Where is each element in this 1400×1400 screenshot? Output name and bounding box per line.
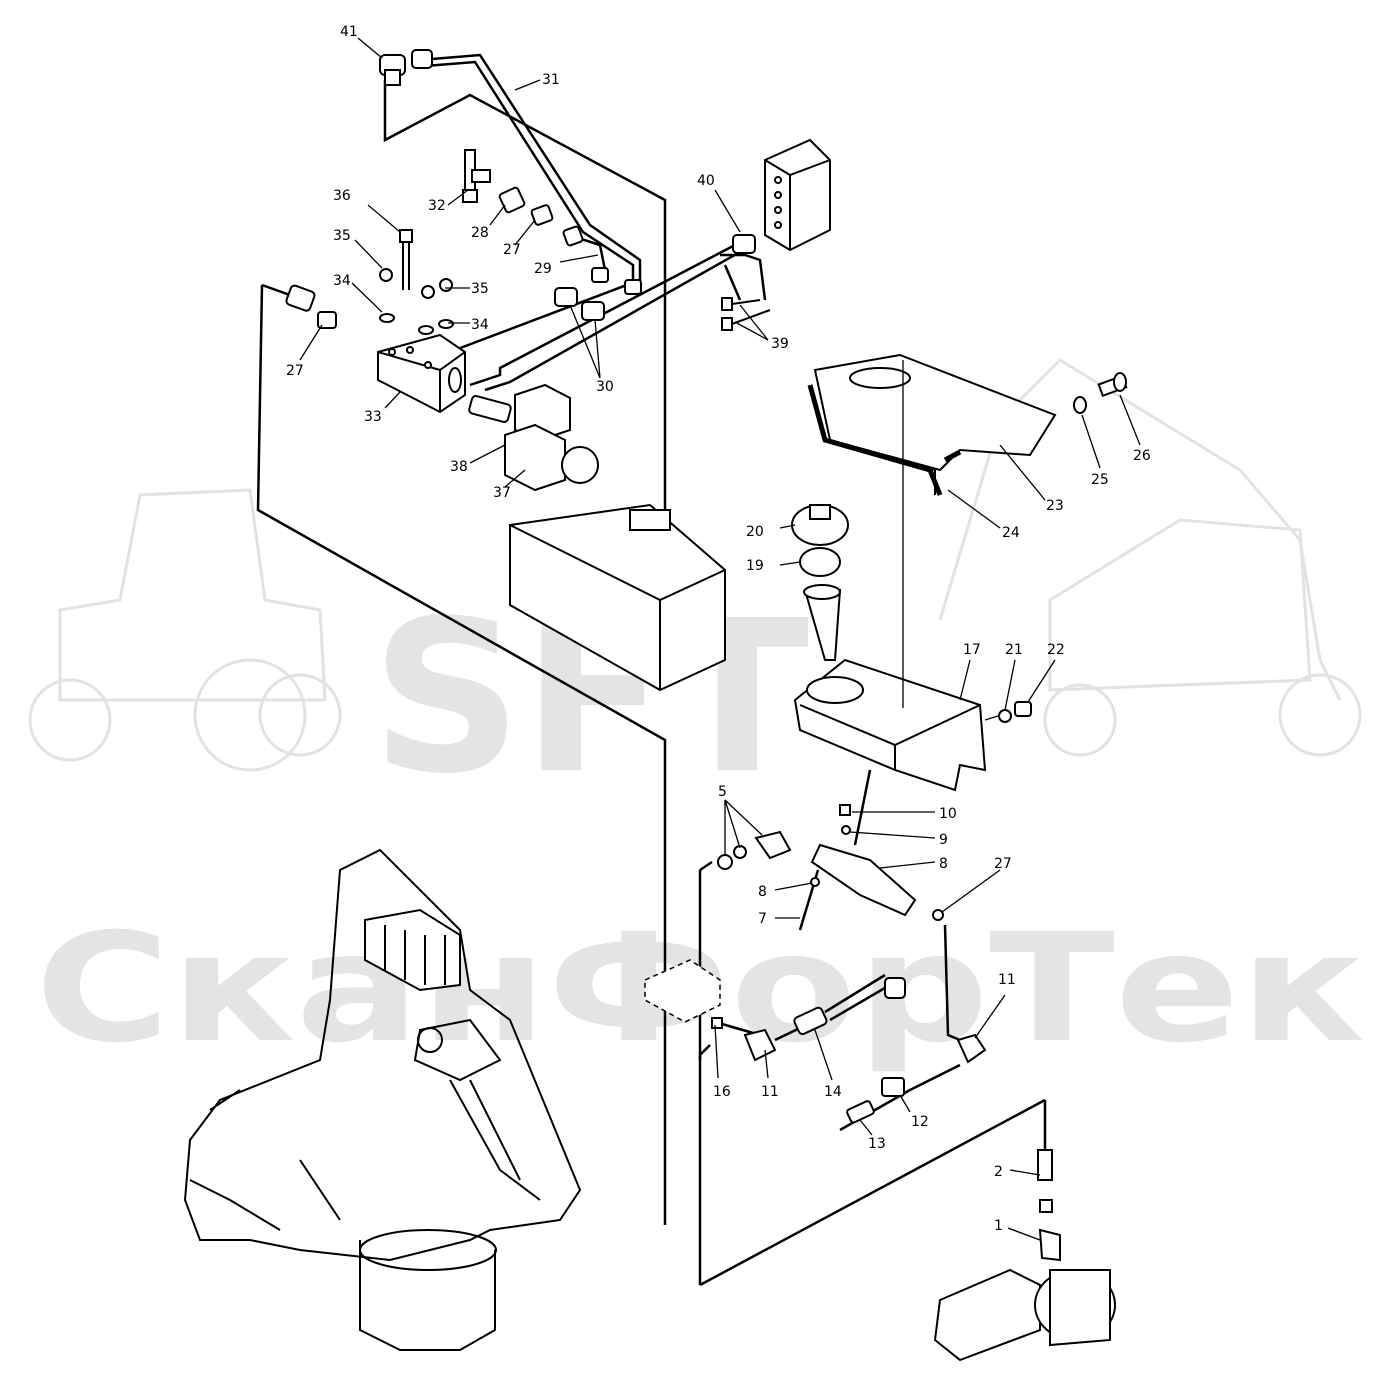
oring-19 — [799, 547, 841, 577]
valve-block-33 — [377, 333, 466, 414]
callout-5: 5 — [718, 784, 727, 800]
pipes-top — [419, 53, 767, 392]
solenoid-valve-37 — [468, 383, 599, 492]
callout-10: 10 — [939, 806, 957, 822]
sensor-40 — [732, 234, 756, 254]
block-dashed — [644, 959, 721, 1023]
callout-8-left: 8 — [758, 884, 767, 900]
callout-32: 32 — [428, 198, 446, 214]
callout-13: 13 — [868, 1136, 886, 1152]
callout-11-right: 11 — [998, 972, 1016, 988]
callout-1: 1 — [994, 1218, 1003, 1234]
leader-lines — [299, 37, 1141, 1241]
callout-27-bottom: 27 — [994, 856, 1012, 872]
callout-12: 12 — [911, 1114, 929, 1130]
callout-14: 14 — [824, 1084, 842, 1100]
lower-hydraulics — [698, 769, 987, 1132]
callout-24: 24 — [1002, 525, 1020, 541]
pump — [933, 1268, 1116, 1362]
callout-36: 36 — [333, 188, 351, 204]
callout-8-right: 8 — [939, 856, 948, 872]
callout-22: 22 — [1047, 642, 1065, 658]
callout-25: 25 — [1091, 472, 1109, 488]
nipple-27-top — [530, 204, 554, 226]
strainer — [803, 584, 842, 661]
seal-24 — [807, 384, 962, 496]
callout-38: 38 — [450, 459, 468, 475]
tank-box — [509, 503, 726, 692]
callout-16: 16 — [713, 1084, 731, 1100]
cover-23 — [813, 353, 1057, 495]
callout-34-right: 34 — [471, 317, 489, 333]
nut-29 — [562, 225, 642, 295]
cap-20 — [791, 504, 849, 546]
callout-20: 20 — [746, 524, 764, 540]
connectors-39 — [721, 297, 771, 331]
callout-29: 29 — [534, 261, 552, 277]
tee-32 — [462, 149, 491, 203]
fitting-41 — [379, 49, 433, 86]
callout-37: 37 — [493, 485, 511, 501]
coupling-28 — [498, 186, 526, 214]
callout-40: 40 — [697, 173, 715, 189]
washers-34-35 — [379, 268, 454, 335]
watermark-tractor-left — [28, 488, 342, 772]
hose-14 — [711, 973, 906, 1062]
tank-17 — [793, 658, 987, 792]
callout-7: 7 — [758, 911, 767, 927]
callout-28: 28 — [471, 225, 489, 241]
callout-35-right: 35 — [471, 281, 489, 297]
washer-25 — [1073, 396, 1087, 414]
callout-39: 39 — [771, 336, 789, 352]
callout-26: 26 — [1133, 448, 1151, 464]
fittings-30 — [554, 287, 605, 321]
callout-33: 33 — [364, 409, 382, 425]
callout-17: 17 — [963, 642, 981, 658]
callout-21: 21 — [1005, 642, 1023, 658]
callout-34-left: 34 — [333, 273, 351, 289]
callout-41: 41 — [340, 24, 358, 40]
fittings-21-22 — [998, 701, 1032, 723]
fitting-1-2 — [1037, 1100, 1061, 1262]
callout-27-left: 27 — [286, 363, 304, 379]
bolt-26 — [1097, 372, 1128, 398]
bolt-36 — [399, 229, 413, 290]
callout-27-top: 27 — [503, 242, 521, 258]
callout-31: 31 — [542, 72, 560, 88]
callouts: 41 31 36 32 28 27 35 34 35 34 29 40 39 2… — [286, 24, 1151, 1234]
callout-9: 9 — [939, 832, 948, 848]
callout-35-left: 35 — [333, 228, 351, 244]
callout-23: 23 — [1046, 498, 1064, 514]
callout-11-left: 11 — [761, 1084, 779, 1100]
junction-box — [764, 138, 831, 252]
hose-27-left — [261, 283, 337, 329]
machine-illustration — [183, 848, 582, 1351]
callout-30: 30 — [596, 379, 614, 395]
callout-2: 2 — [994, 1164, 1003, 1180]
callout-19: 19 — [746, 558, 764, 574]
